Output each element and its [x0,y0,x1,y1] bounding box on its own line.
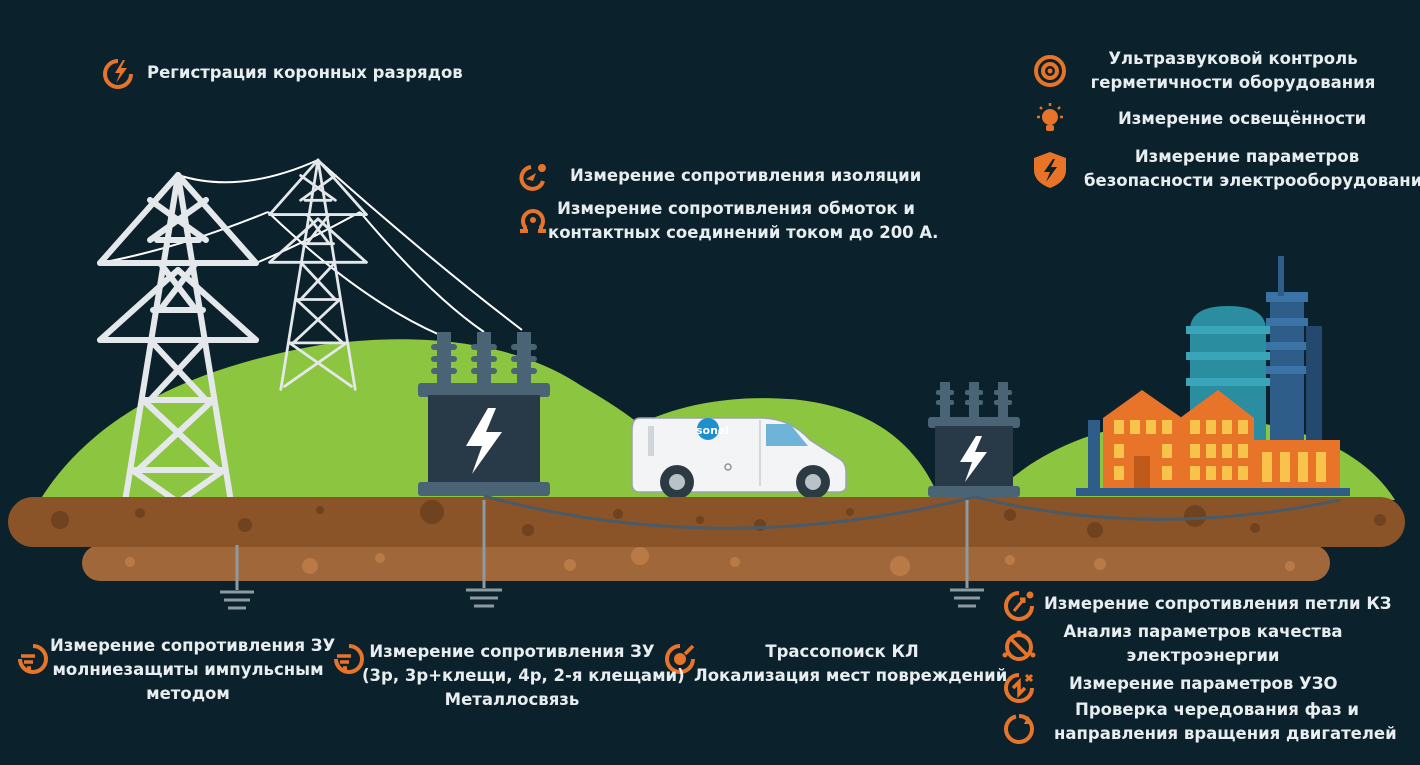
label-ultrasound: Ультразвуковой контроль герметичности об… [1090,47,1376,95]
label-lightning-line3: методом [146,684,230,703]
ground-rods [220,500,984,610]
label-illumination: Измерение освещённости [1118,109,1367,128]
label-windings-line1: Измерение сопротивления обмоток и [557,199,915,218]
label-earth: Измерение сопротивления ЗУ (3р, 3р+клещи… [362,640,685,712]
label-windings-line2: контактных соединений током до 200 А. [548,223,939,242]
ultrasound-icon [1034,55,1066,87]
label-loop: Измерение сопротивления петли КЗ [1044,594,1392,613]
earth-icon [334,644,364,674]
label-phase-line2: направления вращения двигателей [1054,724,1397,743]
loop-icon [1004,591,1034,621]
windings-icon [520,209,546,233]
label-rcd: Измерение параметров УЗО [1069,674,1338,693]
factory [1076,256,1350,496]
phase-rotation-icon [1004,714,1034,744]
rcd-icon [1004,673,1034,703]
label-ultrasound-line2: герметичности оборудования [1090,73,1376,92]
label-cable-line1: Трассопоиск КЛ [765,642,919,661]
label-insulation: Измерение сопротивления изоляции [570,166,922,185]
underground-cable-2 [974,495,1341,521]
label-lightning-line1: Измерение сопротивления ЗУ [50,636,336,655]
label-ultrasound-line1: Ультразвуковой контроль [1108,49,1358,68]
transformer-small [928,382,1020,497]
label-earth-line2: (3р, 3р+клещи, 4р, 2-я клещами) [362,666,685,685]
label-safety-line1: Измерение параметров [1134,147,1360,166]
label-phase: Проверка чередования фаз и направления в… [1054,698,1397,746]
label-safety: Измерение параметров безопасности электр… [1084,145,1420,193]
cable-locator-icon [665,644,695,674]
label-windings: Измерение сопротивления обмоток и контак… [548,197,939,245]
van-logo: sonel [696,424,729,437]
label-safety-line2: безопасности электрооборудования [1084,171,1420,190]
label-phase-line1: Проверка чередования фаз и [1075,700,1359,719]
ground [8,497,1405,581]
label-corona: Регистрация коронных разрядов [147,63,463,82]
insulation-icon [519,164,546,191]
label-cable-line2: Локализация мест повреждений [694,666,1008,685]
lightning-earth-icon [18,644,48,674]
bulb-icon [1037,103,1063,131]
label-quality: Анализ параметров качества электроэнерги… [1060,620,1346,668]
label-lightning-earth: Измерение сопротивления ЗУ молниезащиты … [50,634,336,706]
underground-cable [483,494,976,530]
transformer-large [418,332,550,496]
service-van: sonel [631,417,847,499]
shield-icon [1034,152,1066,188]
label-quality-line1: Анализ параметров качества [1063,622,1343,641]
label-cable: Трассопоиск КЛ Локализация мест поврежде… [694,640,1008,688]
corona-icon [103,59,133,89]
label-lightning-line2: молниезащиты импульсным [52,660,324,679]
label-earth-line3: Металлосвязь [444,690,580,709]
label-earth-line1: Измерение сопротивления ЗУ [369,642,655,661]
label-quality-line2: электроэнергии [1126,646,1280,665]
power-quality-icon [1002,630,1036,661]
